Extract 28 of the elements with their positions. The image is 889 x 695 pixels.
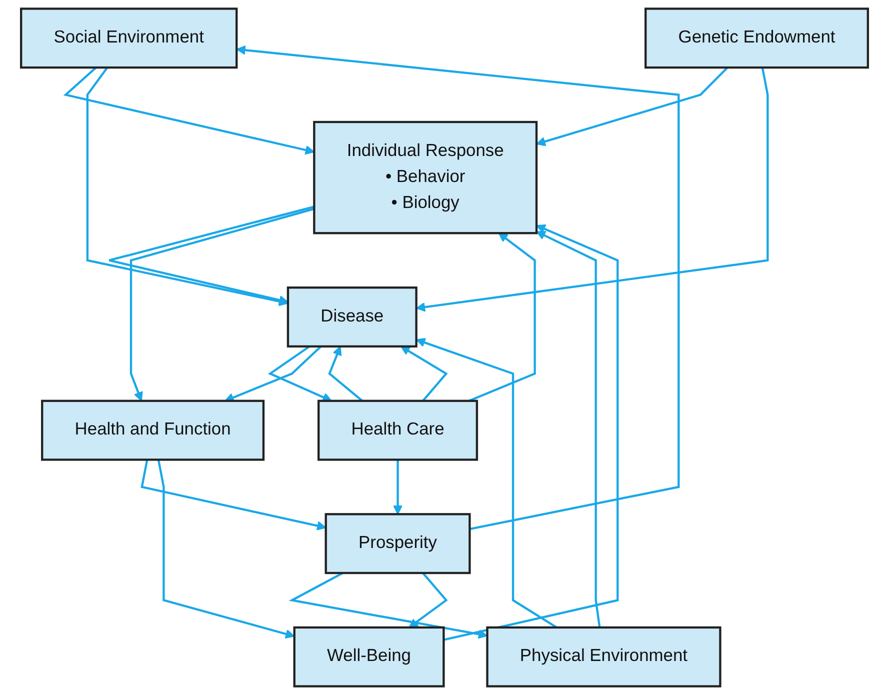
node-box: Prosperity bbox=[324, 513, 471, 574]
arrow bbox=[236, 45, 680, 530]
arrow bbox=[536, 66, 728, 146]
node-box: Health Care bbox=[318, 400, 478, 461]
arrow bbox=[392, 460, 403, 515]
arrow bbox=[408, 572, 448, 628]
node-box: Individual Response • Behavior • Biology bbox=[313, 120, 538, 234]
node-box: Well-Being bbox=[293, 626, 445, 688]
arrow bbox=[268, 346, 332, 402]
arrow bbox=[536, 231, 601, 628]
node-box: Physical Environment bbox=[486, 626, 722, 688]
arrow bbox=[328, 346, 363, 402]
node-box: Health and Function bbox=[41, 400, 265, 461]
arrow bbox=[400, 346, 448, 402]
arrow bbox=[63, 66, 315, 155]
arrow bbox=[288, 572, 488, 639]
arrow bbox=[86, 66, 288, 306]
arrow bbox=[108, 206, 314, 305]
node-box: Disease bbox=[286, 286, 418, 348]
node-box: Social Environment bbox=[20, 8, 238, 69]
arrow bbox=[157, 460, 295, 639]
arrow bbox=[130, 208, 314, 402]
arrow bbox=[443, 224, 619, 641]
arrow bbox=[416, 67, 769, 312]
arrow bbox=[416, 338, 558, 628]
node-box: Genetic Endowment bbox=[644, 8, 869, 69]
arrow bbox=[468, 232, 536, 402]
arrow bbox=[140, 460, 326, 530]
